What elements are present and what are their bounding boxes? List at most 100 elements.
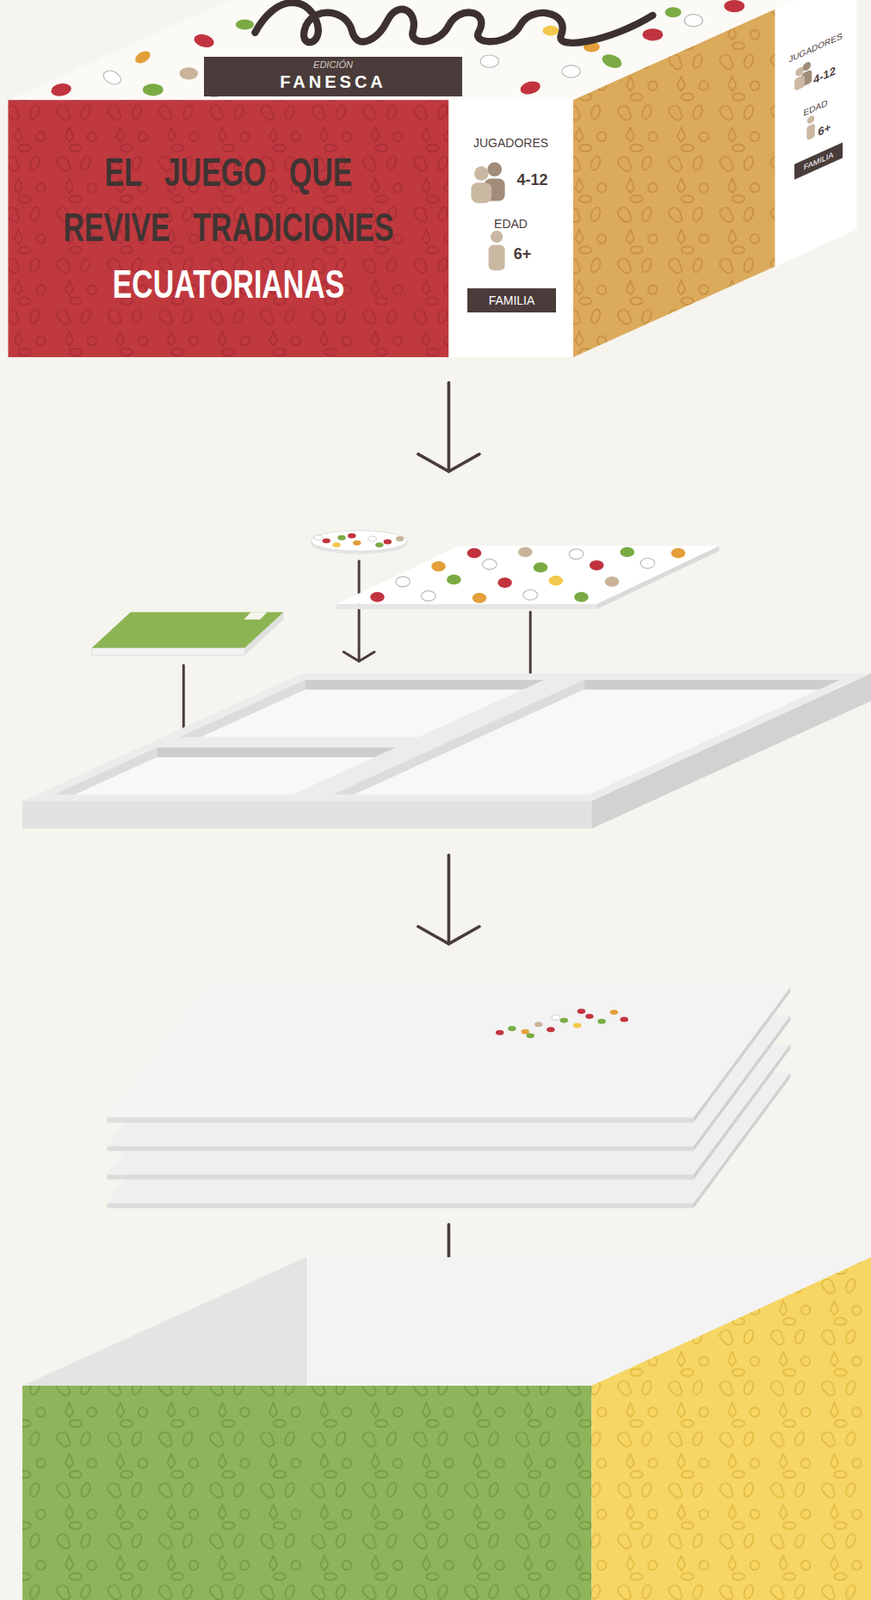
age-value: 6+ [503,244,542,264]
insert-tray [22,801,592,829]
game-card [92,611,285,648]
logo-mark [619,1016,628,1022]
bean-print [665,6,682,18]
logo-mark [495,1008,629,1038]
assembly-arrow [418,454,480,472]
players-icon [470,162,505,204]
audience-band: FAMILIA [467,288,556,313]
bean-print [179,67,198,80]
audience-label: FAMILIA [467,288,556,313]
game-box-base [305,1257,307,1386]
bean-print [49,81,73,98]
paper-sheets [106,1117,693,1123]
insert-tray [332,679,584,795]
game-board [336,545,719,605]
bean-print [562,65,581,78]
paper-sheets [106,1174,693,1180]
age-icon [488,230,506,271]
game-card [92,648,246,655]
bean-print [642,28,664,41]
info-label: JUGADORES [774,24,857,72]
insert-tray [156,747,396,757]
logo-mark [551,1014,560,1020]
insert-tray [304,679,544,690]
bean-print [480,55,499,68]
paper-sheets [106,986,791,1208]
audience-band: FAMILIA [794,142,843,180]
game-card [92,611,285,655]
game-board [568,549,584,560]
game-board [619,546,635,557]
game-board [533,562,549,573]
side-panel-icons [794,58,816,147]
insert-tray [22,673,871,828]
game-token [383,539,392,545]
game-board [336,545,719,610]
age-value: 6+ [809,116,841,144]
edition-banner: EDICIÓNFANESCA [203,56,463,97]
players-icon [470,182,492,204]
game-token [368,536,377,542]
side-info-panel: JUGADORES4-12EDAD6+FAMILIA [774,1,857,263]
logo-mark [610,1009,618,1015]
game-board [549,575,564,587]
player-count: 4-12 [508,170,556,190]
age-icon [488,245,506,272]
game-board [671,548,686,559]
tagline-text: EL JUEGO QUE REVIVE TRADICIONES [43,144,414,255]
game-box-base [22,1257,871,1600]
bean-print [101,67,124,87]
info-label: EDAD [448,216,574,232]
game-board [472,593,488,604]
game-token [375,542,383,548]
assembly-arrow [447,855,451,945]
game-token [310,531,407,555]
edition-title: FANESCA [203,71,463,93]
game-token [337,535,346,541]
assembly-arrow [418,926,480,945]
paper-sheets [106,1203,693,1209]
insert-tray [53,747,157,795]
game-board [497,577,513,588]
info-label: JUGADORES [448,135,574,151]
lid-side-panel [775,0,858,266]
info-label: EDAD [774,84,857,132]
player-count: 4-12 [805,60,844,92]
paper-sheets [106,1145,693,1151]
game-board [336,604,597,610]
logo-mark [521,1029,530,1035]
logo-mark [585,1013,594,1020]
game-box-lid [7,0,857,358]
logo-mark [546,1026,555,1032]
game-board [640,558,655,569]
insert-tray [332,679,841,795]
game-token [321,537,330,544]
game-box-base [22,1257,306,1386]
game-box-base [591,1257,871,1600]
side-panel-icons [794,74,805,92]
bean-print [518,79,543,97]
placement-arrow [358,561,361,661]
edition-label: EDICIÓN [203,59,463,71]
bean-print [142,83,164,96]
paper-sheets [106,986,791,1118]
insert-tray [22,673,871,801]
game-board [518,546,533,557]
info-panel: JUGADORES 4-12EDAD 6+ FAMILIA [448,99,574,358]
logo-mark [597,1019,606,1025]
logo-mark [495,1030,504,1036]
lid-front-face [7,99,449,358]
game-board [574,592,589,603]
lid-side-face [573,9,776,358]
players-icon [487,162,502,178]
audience-label: FAMILIA [794,142,843,180]
bean-print [684,14,703,27]
game-board [467,548,482,559]
game-card [243,611,267,619]
game-board [605,576,620,587]
bean-print [599,51,624,70]
bean-print [723,0,745,13]
logo-mark [525,1032,534,1038]
game-box-base [22,1385,592,1600]
insert-tray [583,679,841,690]
